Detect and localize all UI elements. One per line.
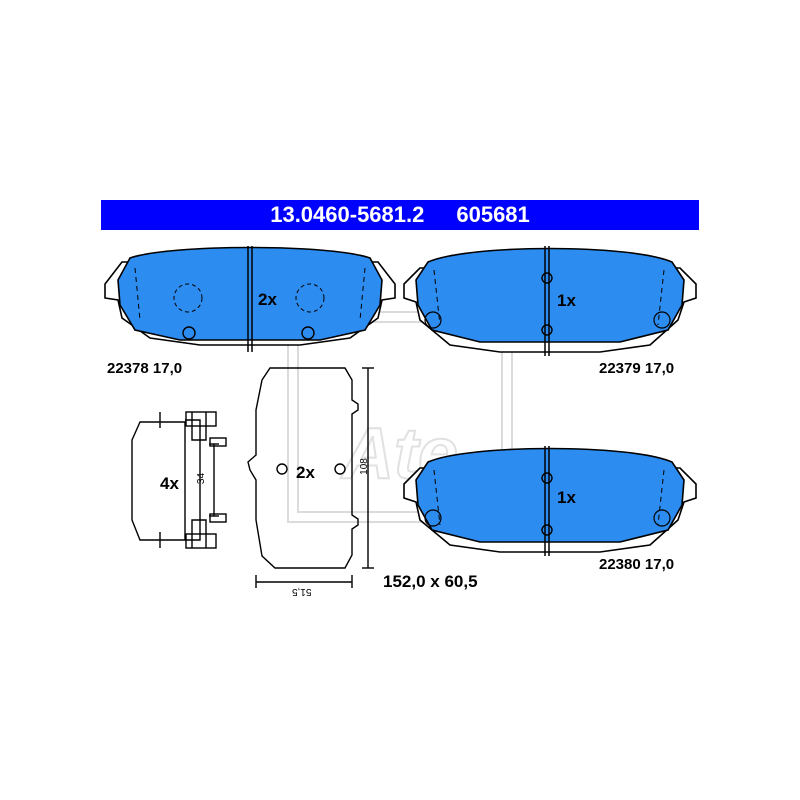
shim-height: 108 bbox=[358, 458, 370, 475]
pad-22380-label: 22380 17,0 bbox=[599, 556, 674, 573]
pad-22380-thickness: 17,0 bbox=[644, 556, 675, 573]
clip-quantity: 4x bbox=[160, 474, 179, 493]
overall-dimensions: 152,0 x 60,5 bbox=[383, 572, 478, 591]
pad-22379-label: 22379 17,0 bbox=[599, 360, 674, 377]
pad-22378-quantity: 2x bbox=[258, 290, 277, 309]
pad-22378-thickness: 17,0 bbox=[152, 360, 183, 377]
pad-22378-part-no: 22378 bbox=[107, 360, 149, 377]
reference-number: 605681 bbox=[456, 202, 530, 227]
brake-pad-22378 bbox=[104, 246, 396, 352]
retaining-clip bbox=[131, 411, 227, 549]
pad-22378-label: 22378 17,0 bbox=[107, 360, 182, 377]
anti-squeal-shim bbox=[247, 367, 374, 588]
brake-pad-22380 bbox=[403, 446, 697, 556]
clip-dimension: 34 bbox=[196, 472, 208, 485]
pad-22380-quantity: 1x bbox=[557, 488, 576, 507]
shim-width: 51,5 bbox=[292, 586, 312, 597]
header-bar: 13.0460-5681.2 605681 bbox=[101, 200, 699, 230]
pad-22380-part-no: 22380 bbox=[599, 556, 641, 573]
pad-22379-quantity: 1x bbox=[557, 291, 576, 310]
shim-quantity: 2x bbox=[296, 463, 315, 482]
watermark-logo: Ate bbox=[287, 311, 513, 523]
pad-22379-part-no: 22379 bbox=[599, 360, 641, 377]
brake-pad-22379 bbox=[403, 246, 697, 356]
article-number: 13.0460-5681.2 bbox=[270, 202, 425, 227]
pad-22379-thickness: 17,0 bbox=[644, 360, 675, 377]
